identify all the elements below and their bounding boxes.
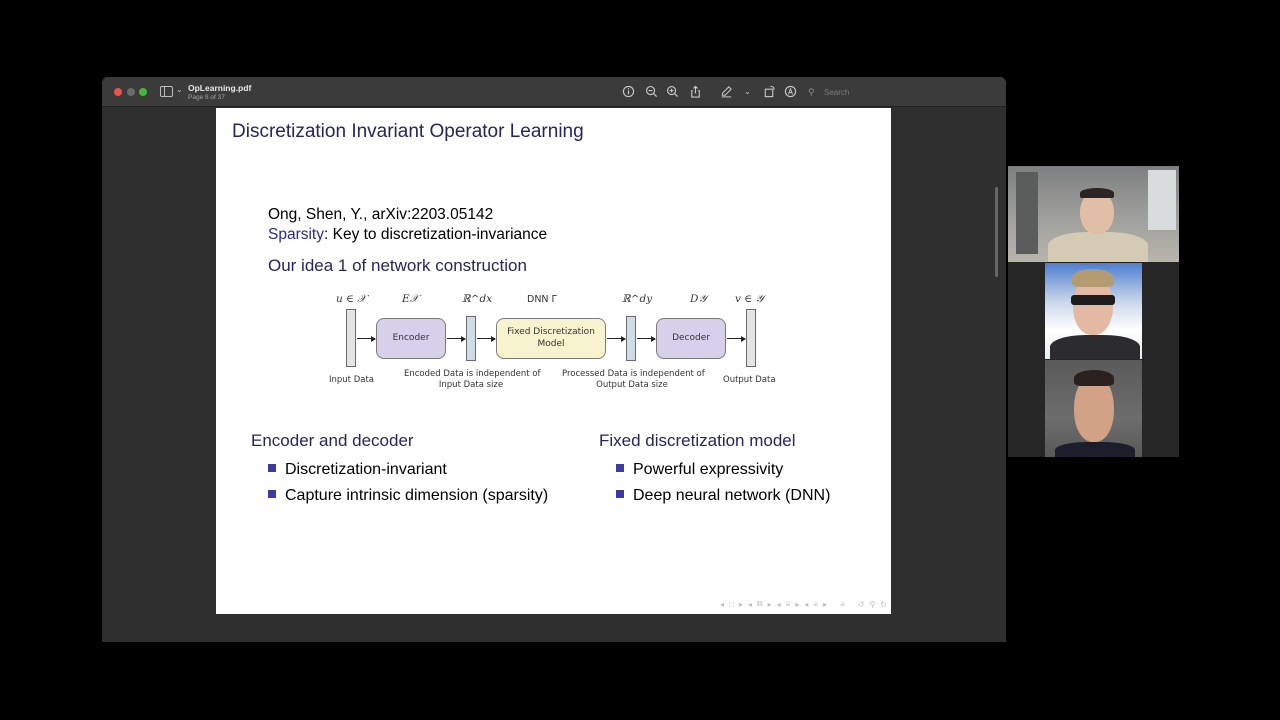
latent-out-label: ℝ^dy [622,293,653,305]
input-data-bar [346,309,356,367]
subsection-icon[interactable]: ⧉ [756,599,763,608]
bullet-item: Powerful expressivity [616,461,783,479]
forward-icon[interactable]: ↻ [880,599,887,609]
next-section-icon[interactable]: ▸ [795,599,800,609]
markup-chevron-down-icon[interactable]: ⌄ [744,87,751,96]
bullet-square-icon [616,490,624,498]
rotate-icon[interactable] [763,85,776,98]
fixed-model-heading: Fixed discretization model [599,431,796,450]
toc-icon[interactable]: ≡ [840,599,845,609]
output-data-bar [746,309,756,367]
arrow [637,335,656,342]
arrow [477,335,496,342]
page-indicator: Page 8 of 37 [188,94,225,101]
participant-video-1[interactable] [1008,166,1179,262]
next-part-icon[interactable]: ▸ [823,599,828,609]
encoder-decoder-heading: Encoder and decoder [251,431,414,450]
close-window-button[interactable] [114,88,122,96]
input-space-label: u ∈ 𝒳 [336,293,367,305]
prev-section-icon[interactable]: ◂ [776,599,781,609]
model-line-1: Fixed Discretization [507,327,595,338]
pdf-page: Discretization Invariant Operator Learni… [216,108,891,614]
sunglasses [1071,295,1115,305]
beamer-navigation[interactable]: ◂ □ ▸ ◂ ⧉ ▸ ◂ ≡ ▸ ◂ ≡ ▸ ≡ ↺ ⚲ ↻ [720,598,887,610]
arrow [607,335,626,342]
annotate-icon[interactable] [784,85,797,98]
hair [1072,269,1114,287]
dnn-label: DNN Γ [527,294,557,305]
back-icon[interactable]: ↺ [857,599,865,609]
frame-icon[interactable]: □ [729,599,734,609]
sparsity-text: : Key to discretization-invariance [324,226,548,243]
sparsity-label: Sparsity [268,226,324,243]
sidebar-chevron-down-icon[interactable]: ⌄ [176,85,183,94]
idea-heading: Our idea 1 of network construction [268,256,527,275]
video-gallery [1008,166,1179,457]
latent-out-bar [626,316,636,361]
markup-pen-icon[interactable] [720,85,733,98]
section-icon[interactable]: ≡ [785,599,791,609]
hair [1080,188,1114,198]
shoulders [1048,232,1148,262]
decoder-block: Decoder [656,318,726,359]
sparsity-line: Sparsity: Key to discretization-invarian… [268,226,547,244]
latent-in-bar [466,316,476,361]
prev-frame-icon[interactable]: ◂ [720,599,725,609]
decoder-math-label: D𝒴 [690,293,707,305]
zoom-in-icon[interactable] [666,85,679,98]
search-slides-icon[interactable]: ⚲ [869,599,876,609]
share-icon[interactable] [689,85,702,98]
bullet-item: Capture intrinsic dimension (sparsity) [268,487,548,505]
bullet-item: Deep neural network (DNN) [616,487,830,505]
model-line-2: Model [537,338,565,349]
encoder-math-label: E𝒳 [402,293,419,305]
fullscreen-window-button[interactable] [139,88,147,96]
minimize-window-button[interactable] [127,88,135,96]
hair [1074,370,1114,386]
bullet-item: Discretization-invariant [268,461,447,479]
citation: Ong, Shen, Y., arXiv:2203.05142 [268,206,494,223]
output-data-caption: Output Data [723,375,776,385]
document-title: OpLearning.pdf [188,83,252,93]
latent-in-label: ℝ^dx [462,293,493,305]
participant-video-3[interactable] [1045,360,1142,457]
zoom-out-icon[interactable] [645,85,658,98]
bullet-square-icon [268,464,276,472]
window-light [1148,170,1176,230]
search-icon: ⚲ [808,87,815,97]
info-icon[interactable] [622,85,635,98]
architecture-diagram: u ∈ 𝒳 E𝒳 ℝ^dx DNN Γ ℝ^dy D𝒴 v ∈ 𝒴 Encode… [326,288,786,393]
arrow [357,335,376,342]
arrow [447,335,466,342]
part-icon[interactable]: ≡ [813,599,819,609]
prev-part-icon[interactable]: ◂ [804,599,809,609]
bullet-square-icon [268,490,276,498]
shoulders [1050,335,1140,359]
next-frame-icon[interactable]: ▸ [738,599,743,609]
search-placeholder: Search [824,88,850,97]
participant-video-2[interactable] [1045,263,1142,359]
shoulders [1055,442,1135,457]
slide-title: Discretization Invariant Operator Learni… [232,121,584,142]
arrow [727,335,746,342]
shelf [1016,172,1038,254]
sidebar-toggle-icon[interactable] [160,86,173,97]
output-space-label: v ∈ 𝒴 [735,293,764,305]
title-bar: ⌄ OpLearning.pdf Page 8 of 37 ⌄ ⚲ Search [102,77,1006,107]
next-subsection-icon[interactable]: ▸ [767,599,772,609]
bullet-square-icon [616,464,624,472]
encoder-block: Encoder [376,318,446,359]
preview-window: ⌄ OpLearning.pdf Page 8 of 37 ⌄ ⚲Search … [102,77,1006,642]
input-data-caption: Input Data [329,375,375,385]
prev-subsection-icon[interactable]: ◂ [747,599,752,609]
vertical-scrollbar[interactable] [995,187,998,277]
search-field[interactable]: ⚲ Search [808,84,918,100]
